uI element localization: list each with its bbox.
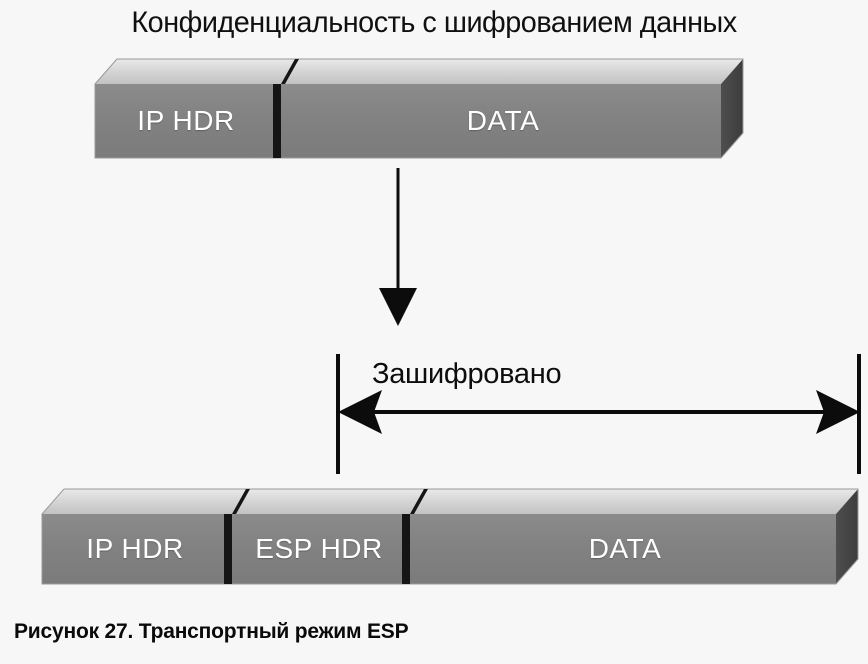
segment-divider-top	[410, 489, 428, 514]
esp-packet-3d-block	[41, 488, 859, 585]
esp-transport-packet: IP HDR ESP HDR DATA	[40, 487, 864, 591]
double-headed-arrow-glyph	[336, 354, 861, 474]
block-right-face	[836, 489, 858, 584]
figure-caption: Рисунок 27. Транспортный режим ESP	[14, 620, 409, 643]
downward-transform-arrow	[372, 168, 428, 328]
segment-divider-top	[232, 489, 250, 514]
block-top-face	[95, 59, 743, 84]
encrypted-span-label: Зашифровано	[372, 358, 562, 390]
range-arrowhead-left	[338, 390, 382, 434]
block-top-face	[42, 489, 858, 514]
arrow-down-glyph	[379, 168, 417, 326]
encrypted-range	[330, 350, 868, 478]
original-packet-3d-block	[94, 58, 744, 159]
figure-title: Конфиденциальность с шифрованием данных	[131, 6, 737, 39]
segment-divider	[402, 514, 410, 584]
block-front-face	[95, 84, 721, 158]
block-outline	[94, 58, 744, 159]
block-outline	[41, 488, 859, 585]
segment-divider	[224, 514, 232, 584]
block-right-face	[721, 59, 743, 158]
range-arrowhead-right	[816, 390, 860, 434]
block-front-face	[42, 514, 836, 584]
segment-divider-top	[281, 59, 299, 84]
segment-divider	[273, 84, 281, 158]
original-ip-packet: IP HDR DATA	[94, 57, 765, 165]
